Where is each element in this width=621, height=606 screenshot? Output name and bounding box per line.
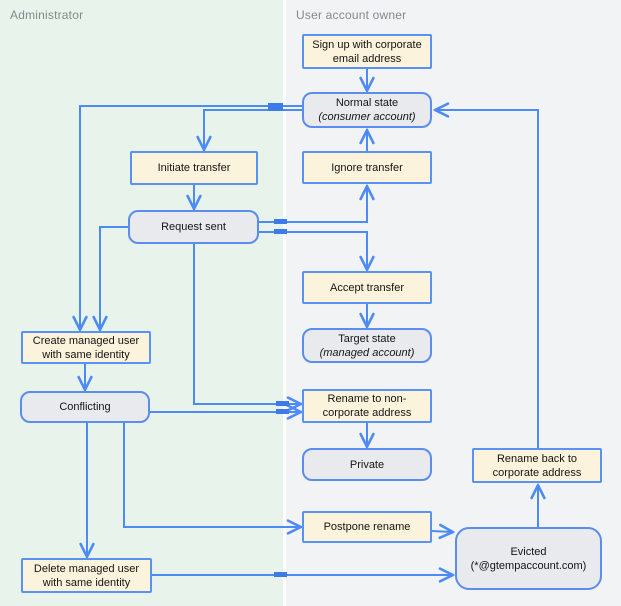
node-label-line: Normal state [335,97,399,109]
process-node-initiate: Initiate transfer [130,151,258,185]
state-node-target: Target state(managed account) [302,328,432,363]
state-node-conflicting: Conflicting [20,391,150,423]
node-label-line: Request sent [161,221,226,233]
node-label-line: Target state [338,332,396,345]
lane-title: Administrator [10,8,84,22]
swimlane-administrator: Administrator [0,0,283,606]
process-node-accept: Accept transfer [302,271,432,304]
node-label-line: Rename back to [496,452,578,465]
node-label-line: (*@gtempaccount.com) [470,559,587,572]
node-label-line: Postpone rename [323,521,411,533]
process-node-ignore: Ignore transfer [302,151,432,184]
state-node-normal: Normal state (consumer account) [302,92,432,128]
node-label-line: Delete managed user [33,562,140,575]
node-label-line: with same identity [42,576,131,589]
node-label-line: corporate address [322,407,412,419]
state-node-private: Private [302,448,432,481]
node-label-line: email address [332,52,402,65]
state-node-request: Request sent [128,210,259,244]
node-label-line: Evicted [510,545,547,558]
lane-title: User account owner [296,8,407,22]
node-label-line: (managed account) [319,346,415,359]
node-label-line: corporate address [492,466,582,479]
node-label-line: Initiate transfer [157,162,231,174]
node-label-line: Rename to non- [327,393,407,405]
process-node-postpone: Postpone rename [302,511,432,543]
node-label-line: with same identity [42,348,130,361]
node-label-line: Private [349,458,385,471]
state-node-evicted: Evicted(*@gtempaccount.com) [455,527,602,590]
node-label-line: Accept transfer [330,281,404,294]
node-label-line: Sign up with corporate [312,38,422,51]
node-label-line: Create managed user [32,334,140,347]
node-label-line: (consumer account) [318,111,416,123]
node-label-line: Ignore transfer [331,161,403,174]
node-label-line: Conflicting [59,401,111,413]
process-node-renamenon: Rename to non-corporate address [302,389,432,423]
